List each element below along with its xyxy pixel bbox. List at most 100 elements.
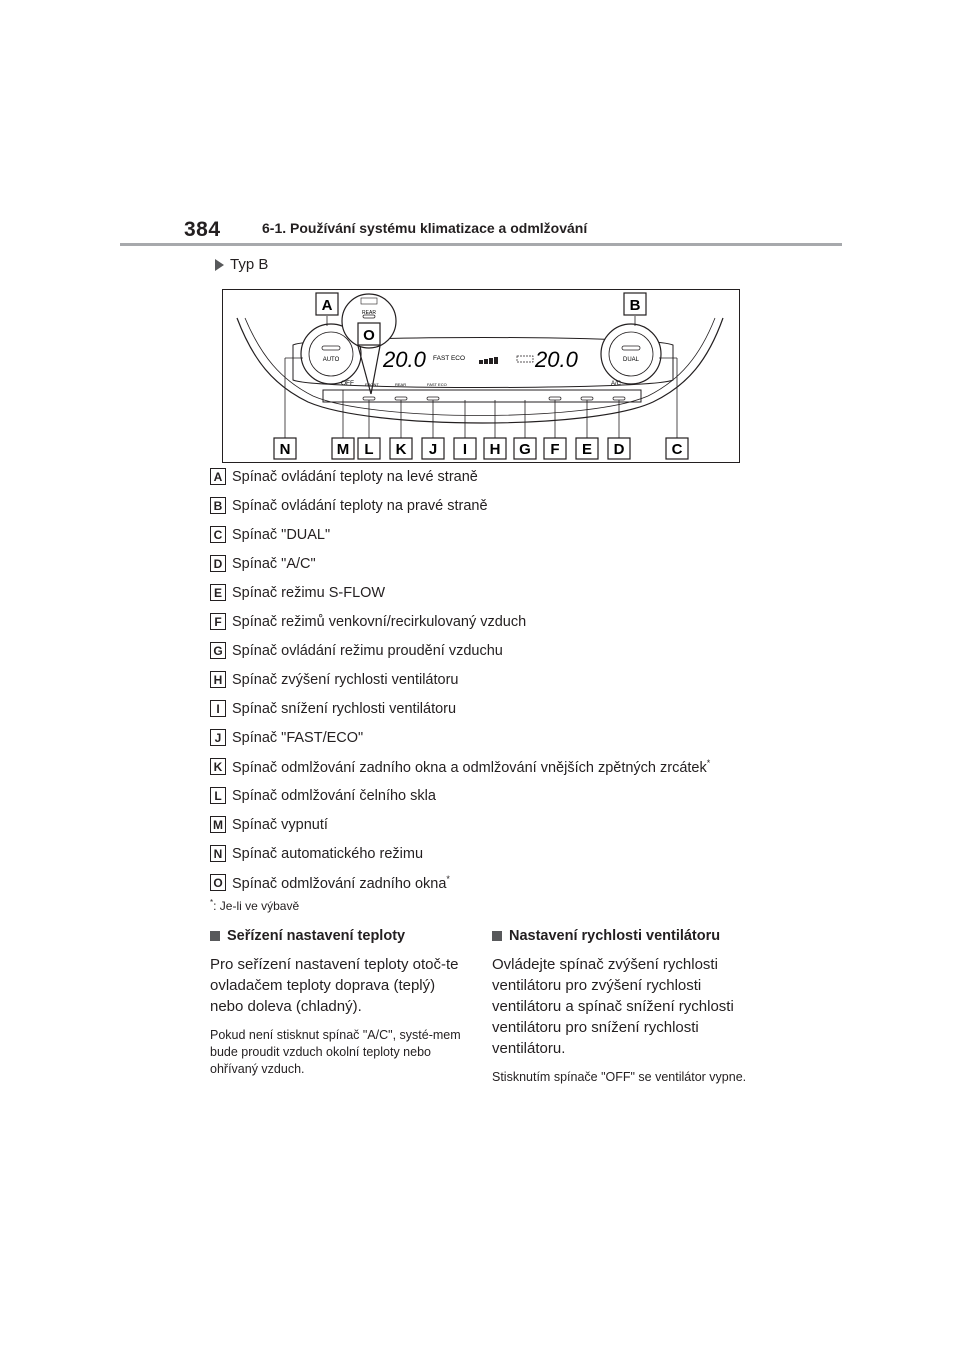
callout-leaders <box>284 316 678 440</box>
footnote-marker: * <box>210 898 214 907</box>
triangle-bullet-icon <box>215 258 224 271</box>
section-heading-text: Nastavení rychlosti ventilátoru <box>509 928 721 944</box>
legend-text: Spínač režimů venkovní/recirkulovaný vzd… <box>232 613 527 630</box>
fast-eco-display: FAST ECO <box>433 355 465 362</box>
front-button-label: FRONT <box>365 382 379 387</box>
dash-inner-line <box>244 317 716 416</box>
legend-text: Spínač "FAST/ECO" <box>232 729 364 746</box>
section-heading: Seřízení nastavení teploty <box>210 928 465 944</box>
ac-button-label: A/C <box>611 381 622 387</box>
callout-c: C <box>672 441 683 458</box>
legend-text: Spínač automatického režimu <box>232 845 424 862</box>
legend-text: Spínač odmlžování zadního okna a odmlžov… <box>232 758 710 776</box>
legend-item: O Spínač odmlžování zadního okna* <box>210 874 450 892</box>
legend-item: A Spínač ovládání teploty na levé straně <box>210 468 478 485</box>
callout-g: G <box>519 441 531 458</box>
callout-e: E <box>582 441 592 458</box>
dual-label: DUAL <box>623 357 640 363</box>
callout-a: A <box>322 297 333 314</box>
callout-n: N <box>280 441 291 458</box>
callout-i: I <box>463 441 467 458</box>
section-heading-text: Seřízení nastavení teploty <box>227 928 406 944</box>
callout-b: B <box>630 297 641 314</box>
legend-item: F Spínač režimů venkovní/recirkulovaný v… <box>210 613 526 630</box>
legend-key: C <box>210 526 226 543</box>
legend-key: M <box>210 816 226 833</box>
legend-item: L Spínač odmlžování čelního skla <box>210 787 436 804</box>
callout-k: K <box>396 441 407 458</box>
button-strip <box>322 389 642 403</box>
header-divider <box>120 243 842 246</box>
footnote-star: * <box>446 874 450 884</box>
legend-key: D <box>210 555 226 572</box>
legend-text: Spínač vypnutí <box>232 816 328 833</box>
callout-h: H <box>490 441 501 458</box>
callout-d: D <box>614 441 625 458</box>
square-bullet-icon <box>210 931 220 941</box>
variant-heading: Typ B <box>215 256 268 273</box>
legend-text: Spínač ovládání teploty na pravé straně <box>232 497 488 514</box>
legend-text: Spínač odmlžování zadního okna* <box>232 874 450 892</box>
legend-item: E Spínač režimu S-FLOW <box>210 584 385 601</box>
legend-key: H <box>210 671 226 688</box>
legend-key: J <box>210 729 226 746</box>
callout-labels: A B O N M L K J I H G F E D <box>273 292 689 460</box>
legend-key: G <box>210 642 226 659</box>
legend-text: Spínač zvýšení rychlosti ventilátoru <box>232 671 459 688</box>
section-fan-speed: Nastavení rychlosti ventilátoru Ovládejt… <box>492 928 747 1086</box>
section-note: Stisknutím spínače "OFF" se ventilátor v… <box>492 1070 747 1084</box>
callout-o: O <box>363 327 375 344</box>
legend-text: Spínač snížení rychlosti ventilátoru <box>232 700 457 717</box>
page-number: 384 <box>184 218 221 241</box>
legend-key: A <box>210 468 226 485</box>
right-temp-display: 20.0 <box>534 347 579 372</box>
legend-item: C Spínač "DUAL" <box>210 526 330 543</box>
section-note: Pokud není stisknut spínač "A/C", systé-… <box>210 1028 461 1076</box>
legend-item: G Spínač ovládání režimu proudění vzduch… <box>210 642 503 659</box>
legend-text: Spínač "A/C" <box>232 555 316 572</box>
off-button-label: OFF <box>341 380 354 387</box>
legend-item: J Spínač "FAST/ECO" <box>210 729 363 746</box>
legend-key: L <box>210 787 226 804</box>
rear-defog-zoom <box>341 293 397 349</box>
section-body: Ovládejte spínač zvýšení rychlosti venti… <box>492 956 734 1057</box>
legend-key: B <box>210 497 226 514</box>
variant-label: Typ B <box>230 256 269 273</box>
legend-key: O <box>210 874 226 892</box>
legend-key: I <box>210 700 226 717</box>
auto-label: AUTO <box>323 357 340 363</box>
callout-j: J <box>429 441 437 458</box>
callout-m: M <box>337 441 350 458</box>
legend-item: K Spínač odmlžování zadního okna a odmlž… <box>210 758 710 776</box>
legend-text-main: Spínač odmlžování zadního okna <box>232 875 447 892</box>
rear-button-label: REAR <box>395 382 406 387</box>
legend-item: H Spínač zvýšení rychlosti ventilátoru <box>210 671 458 688</box>
square-bullet-icon <box>492 931 502 941</box>
dash-outline <box>236 317 724 424</box>
legend-item: N Spínač automatického režimu <box>210 845 423 862</box>
legend-text: Spínač ovládání režimu proudění vzduchu <box>232 642 503 659</box>
climate-panel-illustration: AUTO DUAL 20.0 20.0 FAST ECO OFF FRONT R… <box>236 292 724 460</box>
legend-key: F <box>210 613 226 630</box>
legend-item: D Spínač "A/C" <box>210 555 316 572</box>
callout-l: L <box>364 441 373 458</box>
section-body: Pro seřízení nastavení teploty otoč-te o… <box>210 956 459 1015</box>
legend-text: Spínač režimu S-FLOW <box>232 584 386 601</box>
legend-key: E <box>210 584 226 601</box>
section-temperature: Seřízení nastavení teploty Pro seřízení … <box>210 928 465 1078</box>
legend-item: M Spínač vypnutí <box>210 816 328 833</box>
left-temp-display: 20.0 <box>382 347 427 372</box>
legend-text: Spínač ovládání teploty na levé straně <box>232 468 478 485</box>
footnote-text: : Je-li ve výbavě <box>213 899 300 913</box>
left-temp-knob <box>300 323 362 385</box>
zoom-rear-label: REAR <box>362 310 376 316</box>
climate-panel-figure: AUTO DUAL 20.0 20.0 FAST ECO OFF FRONT R… <box>222 289 740 463</box>
chapter-title: 6-1. Používání systému klimatizace a odm… <box>262 220 588 236</box>
footnote-star: * <box>706 758 711 768</box>
footnote: *: Je-li ve výbavě <box>210 898 299 913</box>
fast-eco-button-label: FAST ECO <box>427 382 447 387</box>
legend-text: Spínač odmlžování čelního skla <box>232 787 436 804</box>
right-temp-knob <box>600 323 662 385</box>
section-heading: Nastavení rychlosti ventilátoru <box>492 928 747 944</box>
legend-key: K <box>210 758 226 776</box>
